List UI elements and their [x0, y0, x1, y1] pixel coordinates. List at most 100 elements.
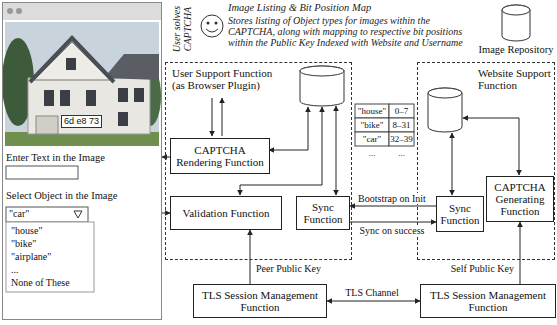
user-smiley: [201, 15, 223, 37]
cylinder-outline: [502, 5, 530, 41]
house-photo: [118, 112, 128, 126]
connector: [520, 222, 521, 284]
node-text: User Support Function (as Browser Plugin…: [172, 67, 284, 91]
form-controls: [74, 211, 82, 218]
house-photo: [5, 22, 159, 146]
house-photo: [60, 90, 70, 106]
house-photo: [2, 22, 161, 146]
form-controls: [6, 166, 78, 179]
map-table: [355, 132, 389, 146]
process-box: Sync Function: [296, 196, 350, 230]
database-links: [336, 106, 337, 195]
database-cylinder: [300, 66, 344, 106]
house-photo: [44, 90, 54, 106]
connector: [350, 222, 436, 223]
node-text: Select Object in the Image: [6, 190, 117, 202]
table-cell: ...: [389, 146, 414, 160]
node-text: "house": [11, 225, 43, 237]
database-cylinder: [428, 88, 462, 98]
connector: [327, 301, 420, 302]
node-text: "car": [9, 208, 29, 220]
form-controls: [6, 222, 94, 292]
map-table: [389, 132, 414, 146]
connector: [250, 230, 251, 284]
user-smiley: [215, 22, 218, 25]
database-links: [452, 133, 453, 195]
form-controls: [6, 207, 88, 222]
annotation-text: Image Listing & Bit Position Map: [228, 2, 470, 14]
process-box: Validation Function: [170, 196, 282, 230]
database-links: [269, 107, 308, 150]
house-photo: [118, 88, 128, 102]
table-cell: 32–39: [389, 132, 414, 146]
user-smiley: [201, 15, 223, 37]
process-box: TLS Session Management Function: [193, 284, 327, 318]
table-cell: "car": [355, 132, 389, 146]
browser-frame: [7, 8, 13, 14]
user-arrows: [222, 98, 223, 136]
node-text: ...: [11, 264, 19, 276]
database-links: [240, 106, 519, 195]
process-box: TLS Session Management Function: [420, 284, 556, 318]
user-smiley: [207, 22, 210, 25]
node-text: TLS Session Management Function: [196, 289, 324, 313]
house-photo: [30, 38, 114, 82]
table-cell: ...: [355, 146, 389, 160]
browser-frame: [3, 3, 161, 20]
table-cell: "house": [355, 104, 389, 118]
node-text: "airplane": [11, 251, 51, 263]
node-text: Validation Function: [182, 207, 269, 219]
form-controls: [6, 166, 94, 292]
house-photo: [134, 88, 144, 102]
edge-label: TLS Channel: [343, 287, 401, 298]
edge-label: Peer Public Key: [254, 263, 323, 274]
node-text: Website Support Function: [478, 67, 552, 91]
database-cylinder: [300, 66, 462, 132]
edge-label: Sync on success: [358, 225, 427, 236]
database-cylinder: Image Repository: [476, 0, 556, 60]
connector: [350, 206, 436, 207]
dashed-region: User Support Function (as Browser Plugin…: [165, 62, 352, 260]
table-cell: 8–31: [389, 118, 414, 132]
node-text: Enter Text in the Image: [6, 152, 105, 164]
process-box: CAPTCHA Rendering Function: [170, 138, 270, 174]
database-links: [463, 118, 519, 175]
connector: [162, 213, 170, 214]
node-text: CAPTCHA Generating Function: [489, 181, 551, 217]
node-text: Sync Function: [299, 201, 347, 225]
browser-frame: [3, 3, 161, 20]
table-cell: 0–7: [389, 104, 414, 118]
user-smiley: [206, 29, 218, 32]
database-cylinder: [428, 88, 462, 132]
node-text: "bike": [11, 238, 36, 250]
node-text: 6d e8 73: [61, 115, 102, 128]
annotation-text: Stores listing of Object types for image…: [228, 15, 470, 48]
map-table: [355, 104, 389, 118]
house-photo: [86, 90, 96, 106]
house-photo: [104, 54, 159, 80]
map-table: [355, 104, 414, 146]
cylinder-outline: [502, 5, 530, 15]
browser-frame: [16, 8, 22, 14]
map-table: [389, 118, 414, 132]
node-text: Image Repository: [476, 44, 556, 56]
node-text: None of These: [11, 277, 70, 289]
node-text: TLS Session Management Function: [423, 289, 553, 313]
database-cylinder: [300, 66, 344, 76]
house-photo: [28, 78, 150, 134]
house-photo: [34, 42, 110, 80]
house-photo: [66, 58, 76, 70]
process-box: CAPTCHA Generating Function: [486, 176, 554, 222]
house-photo: [36, 116, 58, 134]
map-table: [389, 104, 414, 118]
table-cell: "bike": [355, 118, 389, 132]
browser-window: 6d e8 73 Enter Text in the ImageSelect Ob…: [2, 2, 162, 320]
node-text: CAPTCHA Rendering Function: [173, 144, 267, 168]
edge-label: Self Public Key: [449, 263, 516, 274]
dashed-region: Website Support FunctionSync Function CAP…: [417, 62, 555, 260]
node-text: Sync Function: [439, 202, 481, 226]
user-arrows: [212, 98, 213, 136]
user-arrows: [212, 98, 222, 136]
rotated-note: User solves CAPTCHA: [171, 1, 193, 57]
